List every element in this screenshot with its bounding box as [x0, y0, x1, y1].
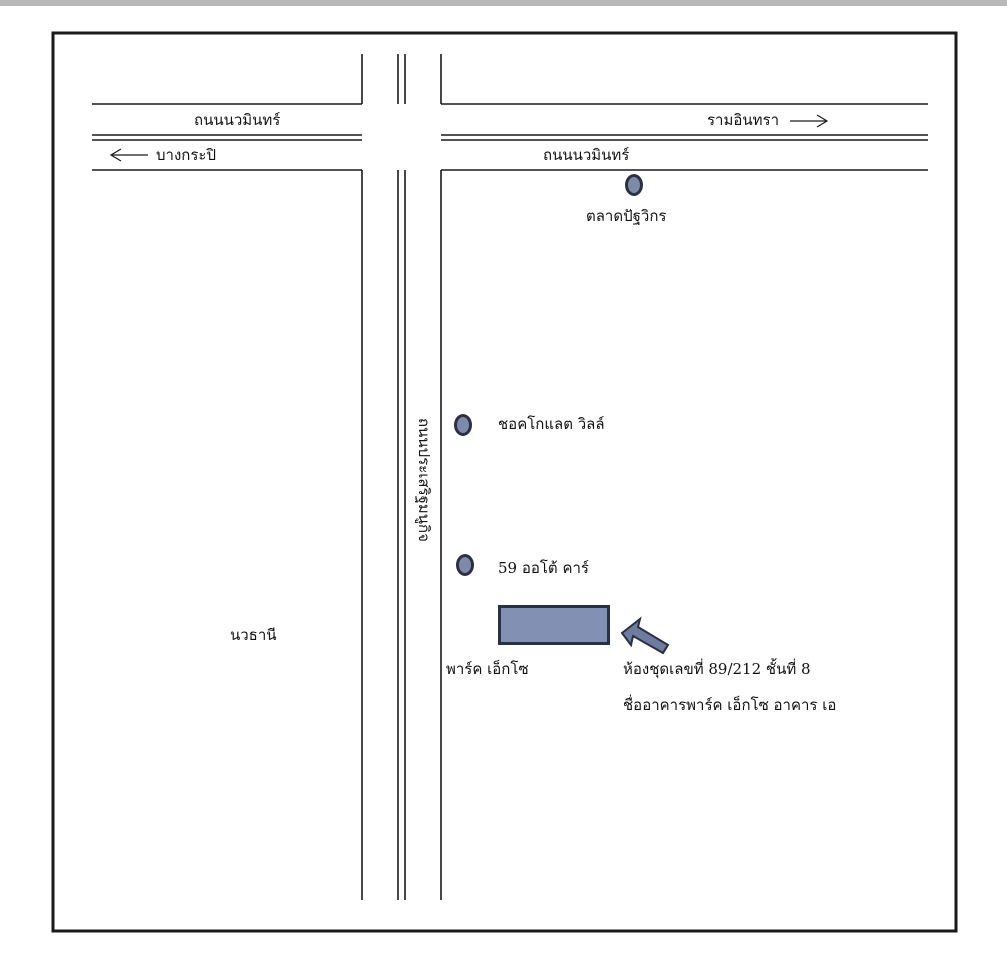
- map-frame: [51, 31, 958, 933]
- area-label-nawathanee: นวธานี: [230, 626, 277, 644]
- landmark-market-label: ตลาดปัฐวิกร: [586, 207, 667, 225]
- road-label-prasert-manukit: ถนนประเสริฐมนูกิจ: [415, 418, 433, 542]
- marker-market: [625, 174, 643, 196]
- building-park-exo: [498, 605, 610, 645]
- scan-top-edge: [0, 0, 1007, 6]
- arrow-left-icon: [109, 148, 148, 162]
- road-label-nawamin-left: ถนนนวมินทร์: [194, 111, 281, 129]
- pointer-arrow-icon: [620, 616, 670, 655]
- road-label-nawamin-right: ถนนนวมินทร์: [543, 146, 630, 164]
- marker-chocolate-ville: [454, 414, 472, 436]
- landmark-auto-car-label: 59 ออโต้ คาร์: [498, 559, 589, 577]
- building-label: พาร์ค เอ็กโซ: [446, 660, 529, 678]
- marker-auto-car: [456, 554, 474, 576]
- unit-address-line2: ชื่ออาคารพาร์ค เอ็กโซ อาคาร เอ: [623, 696, 837, 714]
- unit-address-line1: ห้องชุดเลขที่ 89/212 ชั้นที่ 8: [623, 660, 811, 678]
- arrow-right-icon: [790, 114, 829, 128]
- road-label-ramintra: รามอินทรา: [707, 111, 779, 129]
- landmark-chocolate-ville-label: ชอคโกแลต วิลล์: [498, 415, 605, 433]
- road-label-bangkapi: บางกระปิ: [156, 146, 216, 164]
